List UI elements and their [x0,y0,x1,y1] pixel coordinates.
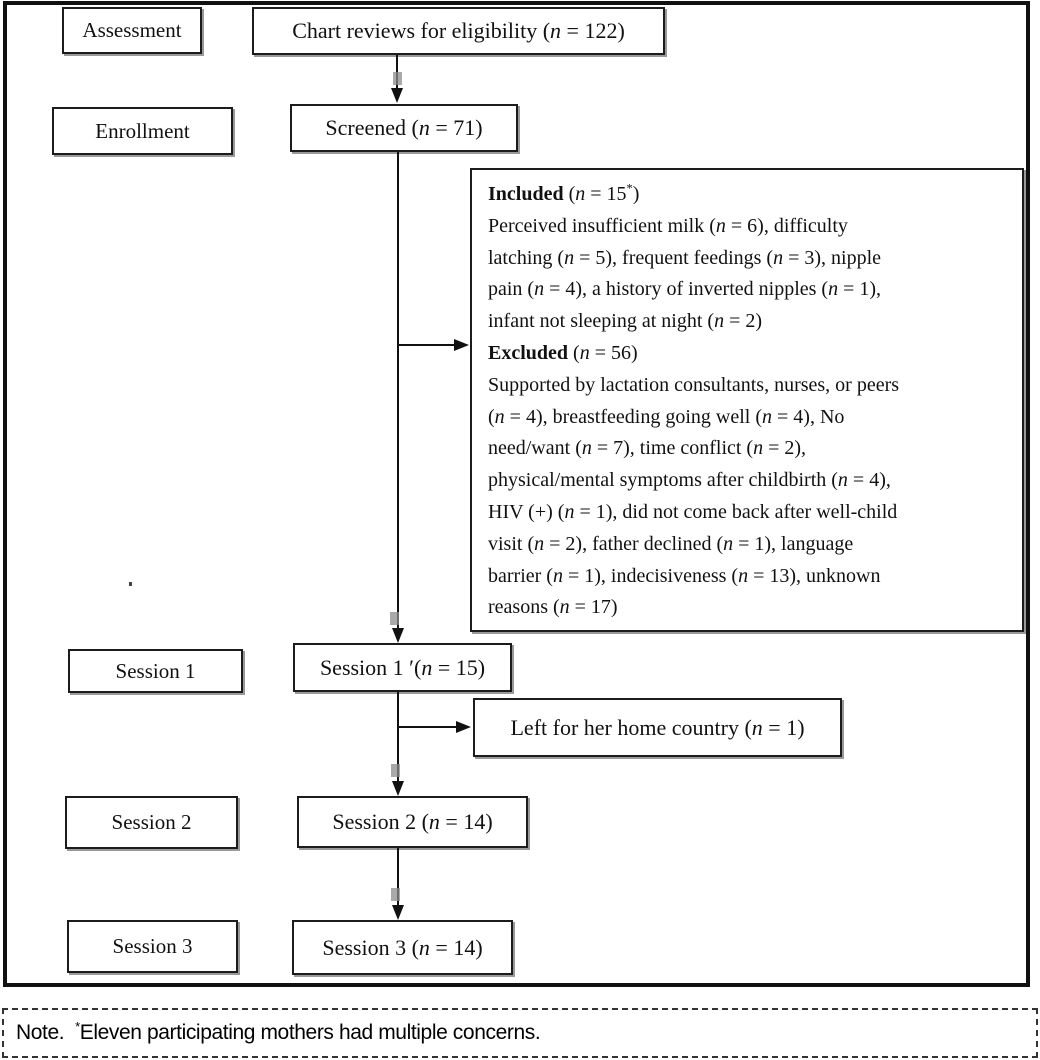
node-session-1: Session 1 ′(n = 15) [293,643,512,692]
stage-label-session-2: Session 2 [111,810,192,834]
stage-label-session-1: Session 1 [115,658,196,683]
detail-box-included-excluded: Included (n = 15*) Perceived insufficien… [470,168,1024,632]
branch-line-to-detail-box [399,344,455,346]
node-chart-reviews: Chart reviews for eligibility (n = 122) [252,7,665,55]
note-text: Note. *Eleven participating mothers had … [16,1019,541,1044]
included-reasons: Perceived insufficient milk (n = 6), dif… [488,214,882,333]
arrowhead-right-left-country [456,721,471,733]
connector-session2-to-session3 [397,848,399,906]
arrowhead-down-screened [391,88,403,103]
stage-label-session-3: Session 3 [112,934,193,958]
note-box: Note. *Eleven participating mothers had … [2,1008,1038,1058]
node-session-2: Session 2 (n = 14) [297,796,528,848]
arrowhead-right-detail-box [454,339,469,351]
node-session-1-label: Session 1 ′(n = 15) [319,654,486,680]
node-screened-label: Screened (n = 71) [325,115,483,140]
stage-box-enrollment: Enrollment [52,107,233,155]
excluded-reasons: Supported by lactation consultants, nurs… [488,373,900,619]
arrowhead-shadow [393,72,402,85]
branch-line-to-left-country [399,726,457,728]
stage-box-session-3: Session 3 [67,920,238,973]
stage-box-session-1: Session 1 [68,649,243,693]
node-left-home-country-label: Left for her home country (n = 1) [510,714,805,740]
excluded-heading: Excluded (n = 56) [488,338,1006,370]
arrowhead-shadow [391,764,400,777]
included-heading-label: Included [488,183,564,205]
node-session-3: Session 3 (n = 14) [292,920,513,975]
connector-session1-to-session2 [397,692,399,782]
stage-label-enrollment: Enrollment [95,118,190,143]
arrowhead-shadow [390,612,399,625]
arrowhead-down-session2 [392,781,404,796]
node-screened: Screened (n = 71) [290,104,518,152]
excluded-heading-count: (n = 56) [568,341,638,364]
node-left-home-country: Left for her home country (n = 1) [473,698,842,757]
arrowhead-down-session3 [392,905,404,920]
node-session-2-label: Session 2 (n = 14) [332,809,493,834]
arrowhead-shadow [391,888,400,901]
excluded-heading-label: Excluded [488,341,569,364]
arrowhead-down-session1 [392,628,404,643]
node-session-3-label: Session 3 (n = 14) [322,934,483,960]
included-heading-count: (n = 15*) [563,181,640,205]
stage-box-assessment: Assessment [62,7,202,54]
stage-label-assessment: Assessment [82,18,182,42]
included-heading: Included (n = 15*) [488,179,1006,211]
stage-box-session-2: Session 2 [65,796,238,849]
node-chart-reviews-label: Chart reviews for eligibility (n = 122) [292,18,625,43]
connector-screened-to-session1 [397,152,399,629]
stray-dot-artifact [129,582,132,586]
